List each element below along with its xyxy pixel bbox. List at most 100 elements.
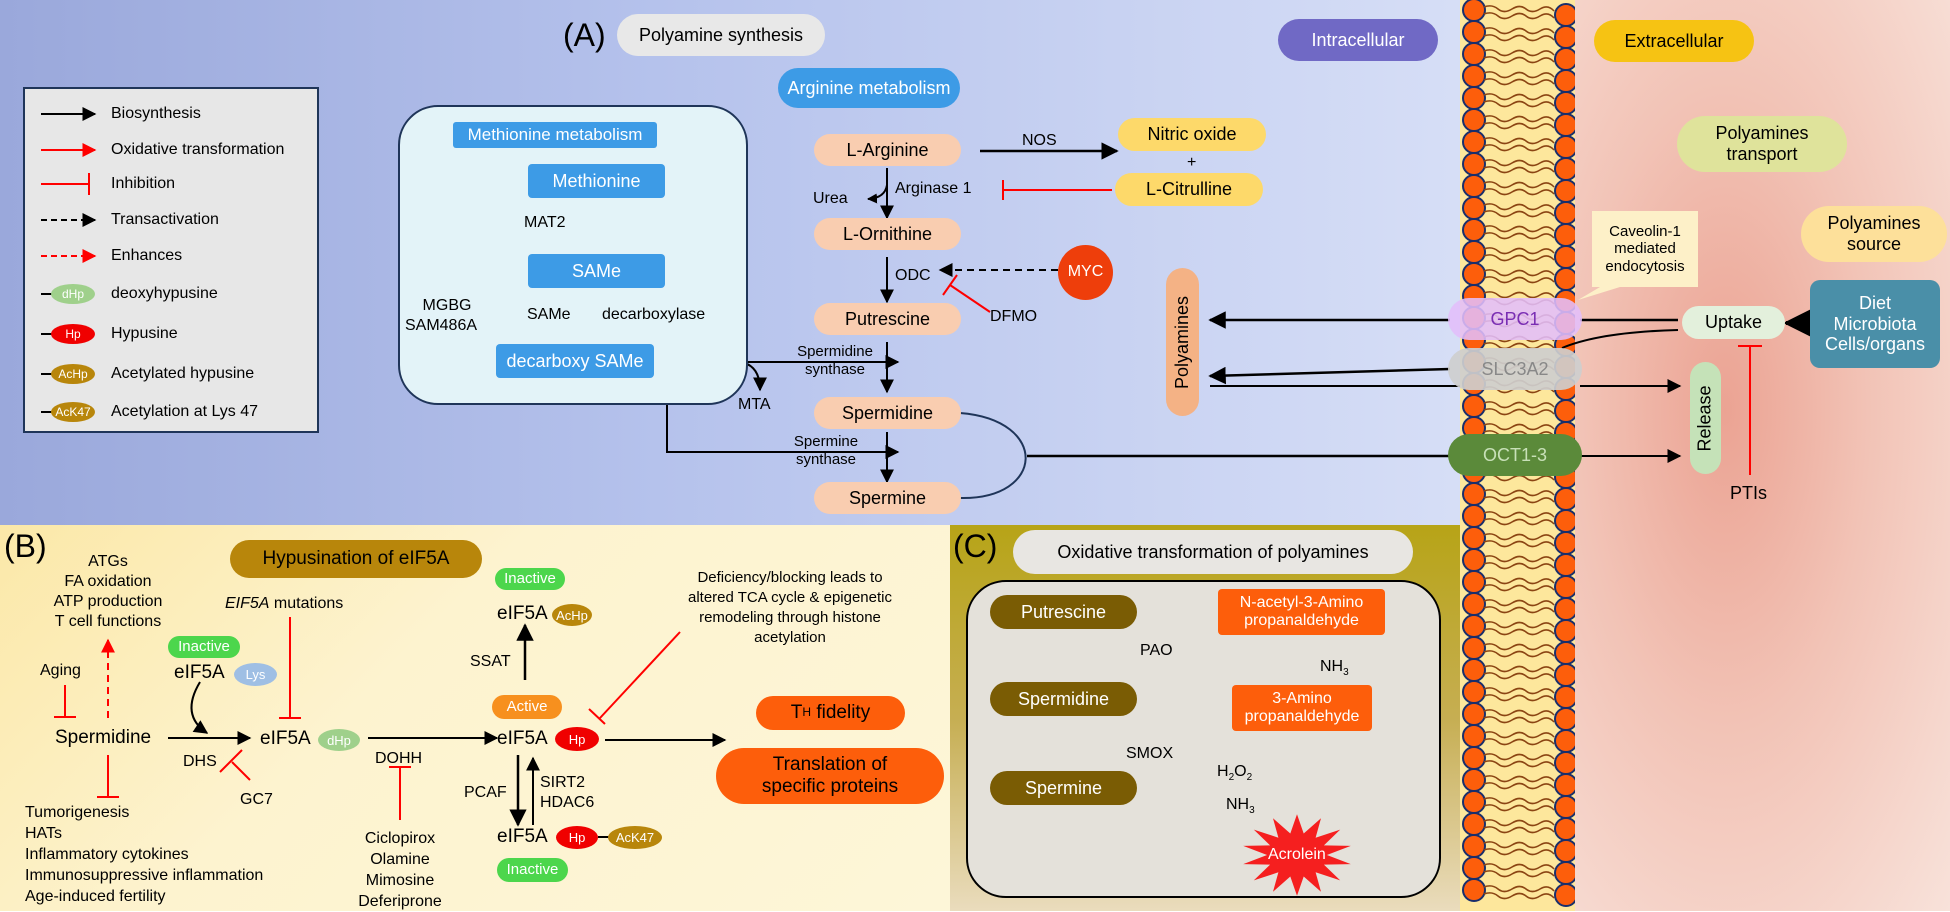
node-l-arginine: L-Arginine xyxy=(814,134,961,166)
legend: dHp Hp AcHp AcK47 Biosynthesis Oxidative… xyxy=(23,87,319,433)
inhibit-dfmo xyxy=(949,284,991,313)
th-rest: fidelity xyxy=(811,702,871,724)
node-same: SAMe xyxy=(528,254,665,288)
enzyme-same-label: SAMe xyxy=(527,306,571,323)
tag-hp: Hp xyxy=(555,727,599,751)
polyamines-source-line1: Polyamines xyxy=(1827,213,1921,234)
inhibited-item: Immunosuppressive inflammation xyxy=(25,867,264,884)
deficiency-note: Deficiency/blocking leads to altered TCA… xyxy=(660,568,920,648)
spermidine-spermine-curve xyxy=(959,412,1027,500)
plus-sign: + xyxy=(1187,154,1197,171)
amino-line2: propanaldehyde xyxy=(1244,708,1360,725)
legend-label: Inhibition xyxy=(111,175,176,192)
source-diet: Diet xyxy=(1858,292,1891,313)
eif5a-achp: eIF5A xyxy=(497,603,548,624)
th-sub: H xyxy=(802,705,812,720)
enzyme-nos: NOS xyxy=(1022,132,1057,149)
legend-label: Biosynthesis xyxy=(111,105,201,122)
eif5a-gene: EIF5A xyxy=(225,595,270,612)
inhibitor-ptis: PTIs xyxy=(1730,483,1768,503)
methionine-metabolism-header: Methionine metabolism xyxy=(453,122,657,148)
panel-a-letter: (A) xyxy=(563,17,606,53)
node-spermidine: Spermidine xyxy=(814,397,961,429)
th-main: T xyxy=(790,702,803,724)
product-h2o2: H2O2 xyxy=(1217,762,1252,784)
source-cells-organs: Cells/organs xyxy=(1824,334,1926,355)
tag-dhp: dHp xyxy=(318,729,360,751)
legend-label: Acetylated hypusine xyxy=(111,365,255,382)
node-spermine-c: Spermine xyxy=(990,771,1137,805)
lipid-head-icon xyxy=(1462,878,1486,902)
panel-c-letter: (C) xyxy=(953,528,998,564)
node-putrescine: Putrescine xyxy=(814,303,961,335)
caveolin-line2: mediated xyxy=(1614,240,1676,258)
release-node: Release xyxy=(1690,362,1721,474)
node-spermidine-c: Spermidine xyxy=(990,682,1137,716)
mutations-text: mutations xyxy=(269,595,344,612)
deficiency-line: remodeling through histone xyxy=(699,609,881,626)
outcome-translation: Translation of specific proteins xyxy=(716,748,944,804)
nh3-sub: 3 xyxy=(1249,805,1255,817)
caveolin-line1: Caveolin-1 xyxy=(1609,223,1681,241)
nh3-main: NH xyxy=(1320,658,1344,675)
enzyme-spermidine-synthase-line2: synthase xyxy=(804,361,866,378)
eif5a-hp: eIF5A xyxy=(497,728,548,749)
polyamines-source-label: Polyamines source xyxy=(1801,206,1947,262)
amino-line1: 3-Amino xyxy=(1272,689,1332,707)
eif5a-dhp: eIF5A xyxy=(260,728,311,749)
badge-inactive: Inactive xyxy=(168,636,240,658)
dohh-inhibitor: Mimosine xyxy=(365,872,435,889)
inhibited-item: Tumorigenesis xyxy=(25,804,130,821)
dohh-inhibitor: Ciclopirox xyxy=(364,830,436,847)
h2o2-2a: 2 xyxy=(1228,772,1235,784)
translation-line2: specific proteins xyxy=(761,776,899,797)
node-spermine: Spermine xyxy=(814,482,961,514)
dohh-inhibitor: Olamine xyxy=(370,851,430,868)
uptake-node: Uptake xyxy=(1682,306,1785,339)
product-nh3-1: NH3 xyxy=(1320,657,1349,679)
enzyme-mat2: MAT2 xyxy=(524,214,566,231)
enzyme-spermine-synthase-line2: synthase xyxy=(795,451,857,468)
dohh-inhibitors-list: Ciclopirox Olamine Mimosine Deferiprone xyxy=(345,828,455,912)
enzyme-spermine-synthase-line1: Spermine xyxy=(793,433,859,450)
eif5a-ack47: eIF5A xyxy=(497,826,548,847)
curve-slc-uptake xyxy=(1561,329,1679,349)
enzyme-hdac6: HDAC6 xyxy=(540,794,595,811)
enzyme-arginase: Arginase 1 xyxy=(895,180,972,197)
dohh-inhibitor: Deferiprone xyxy=(358,893,442,910)
transporter-oct1-3: OCT1-3 xyxy=(1448,434,1582,476)
inhibitor-dfmo: DFMO xyxy=(990,308,1038,325)
n-acetyl-line1: N-acetyl-3-Amino xyxy=(1239,593,1364,611)
node-nitric-oxide: Nitric oxide xyxy=(1118,118,1266,151)
node-n-acetyl-aminopropanal: N-acetyl-3-Amino propanaldehyde xyxy=(1218,589,1385,635)
n-acetyl-line2: propanaldehyde xyxy=(1244,612,1359,629)
tag-lys: Lys xyxy=(234,663,277,686)
node-spermidine-b: Spermidine xyxy=(55,727,152,748)
enhanced-item: ATP production xyxy=(53,593,163,610)
polyamine-sources-box: Diet Microbiota Cells/organs xyxy=(1810,280,1940,368)
legend-label: deoxyhypusine xyxy=(111,285,218,302)
badge-active: Active xyxy=(492,695,562,719)
enzyme-spermine-synthase: Spermine synthase xyxy=(766,433,886,469)
node-methionine: Methionine xyxy=(528,164,665,198)
product-urea: Urea xyxy=(813,190,848,207)
legend-label: Hypusine xyxy=(111,325,178,342)
enzyme-ssat: SSAT xyxy=(470,653,511,670)
inhibited-item: Age-induced fertility xyxy=(25,888,166,905)
lipid-head-icon xyxy=(1554,883,1575,907)
extracellular-label: Extracellular xyxy=(1594,20,1754,62)
legend-label: Transactivation xyxy=(111,211,219,228)
h2o2-o: O xyxy=(1234,763,1247,780)
product-nh3-2: NH3 xyxy=(1226,795,1255,817)
translation-line1: Translation of xyxy=(772,754,888,776)
product-mta: MTA xyxy=(738,396,771,413)
h2o2-h: H xyxy=(1217,763,1229,780)
enzyme-spermidine-synthase: Spermidine synthase xyxy=(775,343,895,379)
node-decarboxy-same: decarboxy SAMe xyxy=(496,344,654,378)
legend-label: Oxidative transformation xyxy=(111,141,285,158)
node-l-citrulline: L-Citrulline xyxy=(1115,173,1263,206)
spermidine-enhanced-list: ATGs FA oxidation ATP production T cell … xyxy=(20,552,196,632)
